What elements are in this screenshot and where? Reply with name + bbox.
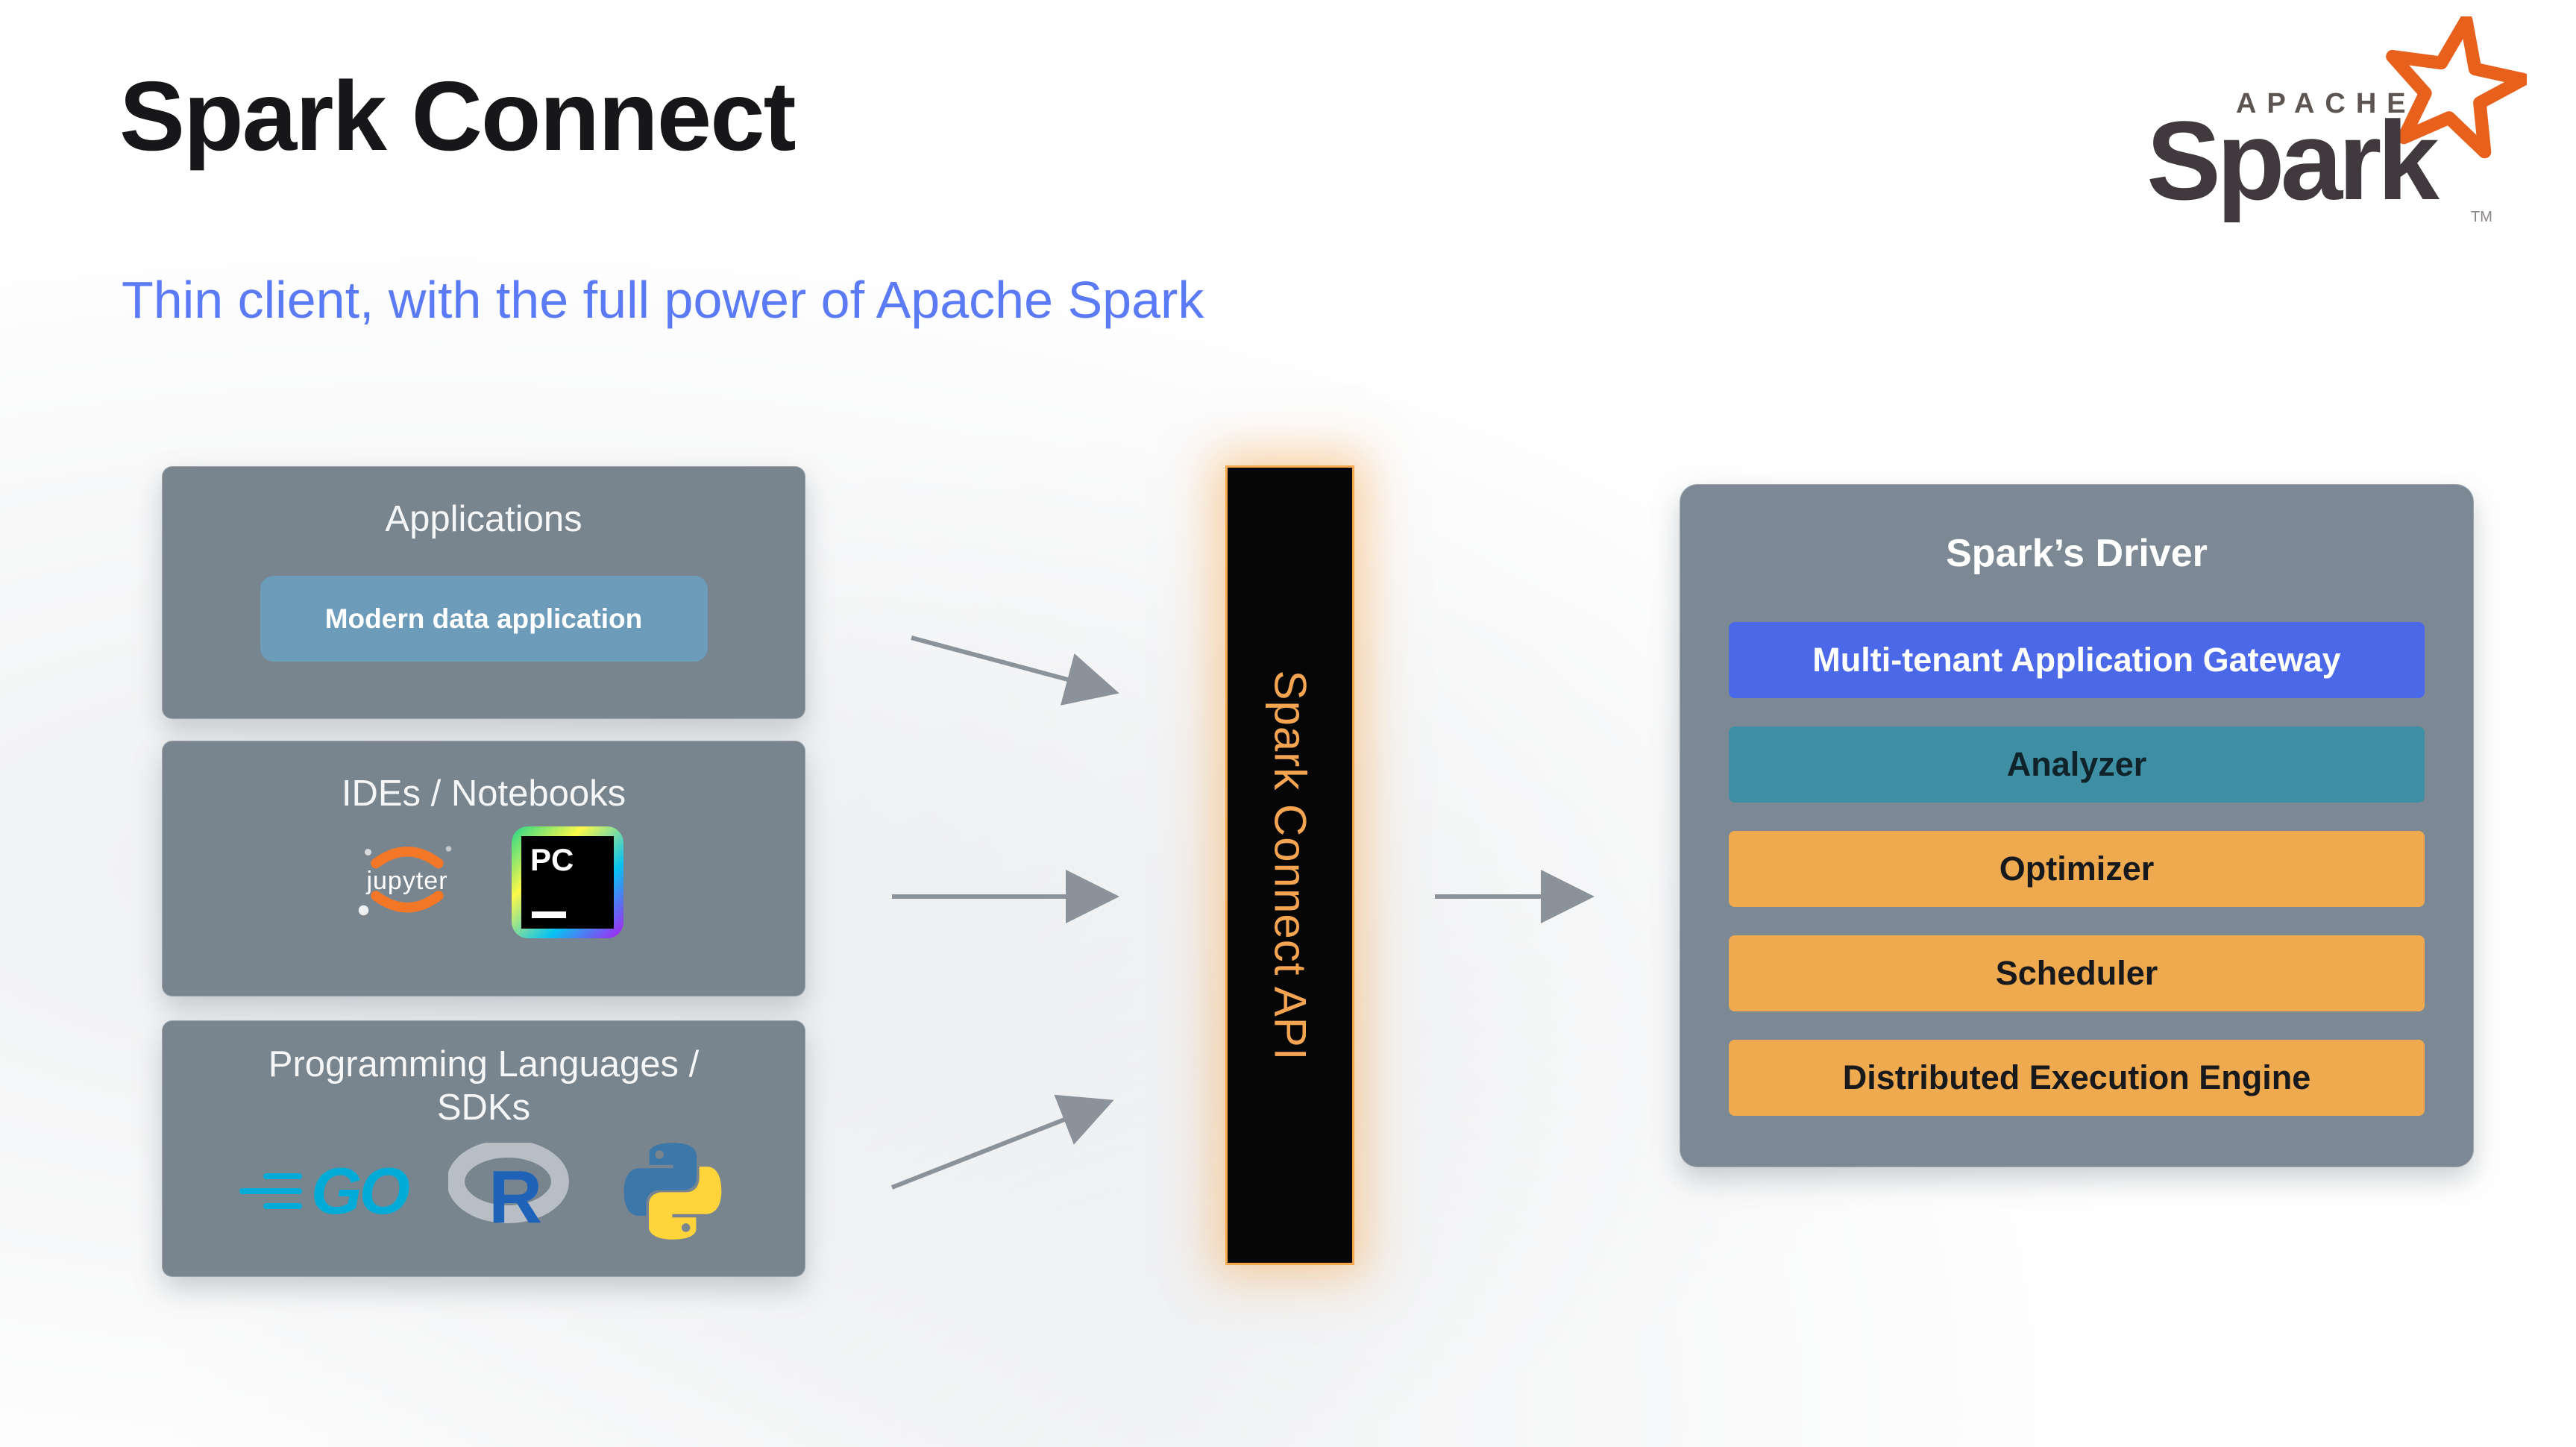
page-title: Spark Connect (119, 61, 797, 171)
applications-title: Applications (385, 499, 582, 539)
pycharm-label: PC (530, 842, 574, 877)
spark-star-icon (2386, 16, 2527, 159)
driver-row-analyzer: Analyzer (1729, 726, 2425, 803)
ides-icons-row: jupyter PC (163, 826, 805, 938)
driver-title: Spark’s Driver (1946, 532, 2208, 575)
go-label: GO (311, 1153, 410, 1228)
r-logo: R (447, 1142, 577, 1240)
driver-row-execution-engine: Distributed Execution Engine (1729, 1040, 2425, 1116)
driver-rows: Multi-tenant Application Gateway Analyze… (1729, 622, 2425, 1116)
ides-notebooks-title: IDEs / Notebooks (341, 773, 626, 814)
driver-row-optimizer: Optimizer (1729, 831, 2425, 907)
applications-box: Applications Modern data application (162, 466, 805, 719)
modern-data-application-pill: Modern data application (260, 576, 708, 662)
apache-spark-logo: APACHE Spark TM (2087, 13, 2527, 245)
spark-wordmark: Spark (2146, 98, 2440, 223)
go-speed-lines (239, 1173, 303, 1209)
r-ring-icon (447, 1142, 569, 1223)
arrow-languages-to-api (890, 1094, 1114, 1190)
pycharm-underscore (532, 911, 566, 918)
jupyter-logo: jupyter (344, 826, 471, 938)
languages-title: Programming Languages / SDKs (268, 1044, 700, 1128)
spark-driver-box: Spark’s Driver Multi-tenant Application … (1680, 484, 2474, 1167)
apache-text: APACHE (2236, 88, 2416, 119)
go-logo: GO (239, 1153, 410, 1229)
spark-connect-api-label: Spark Connect API (1265, 670, 1316, 1061)
languages-box: Programming Languages / SDKs GO R (162, 1020, 805, 1277)
r-label: R (488, 1155, 543, 1239)
ides-notebooks-box: IDEs / Notebooks jupyter PC (162, 741, 805, 996)
subtitle: Thin client, with the full power of Apac… (122, 271, 1204, 329)
pycharm-inner-square: PC (521, 836, 614, 929)
spark-connect-api-bar: Spark Connect API (1225, 465, 1354, 1265)
driver-row-scheduler: Scheduler (1729, 935, 2425, 1011)
driver-row-multi-tenant-gateway: Multi-tenant Application Gateway (1729, 622, 2425, 698)
jupyter-arcs-icon (358, 846, 452, 916)
jupyter-label: jupyter (366, 866, 448, 895)
languages-icons-row: GO R (163, 1136, 805, 1246)
arrow-applications-to-api (911, 635, 1119, 706)
python-logo (623, 1142, 722, 1240)
trademark-text: TM (2471, 209, 2492, 225)
pycharm-logo: PC (512, 826, 623, 938)
